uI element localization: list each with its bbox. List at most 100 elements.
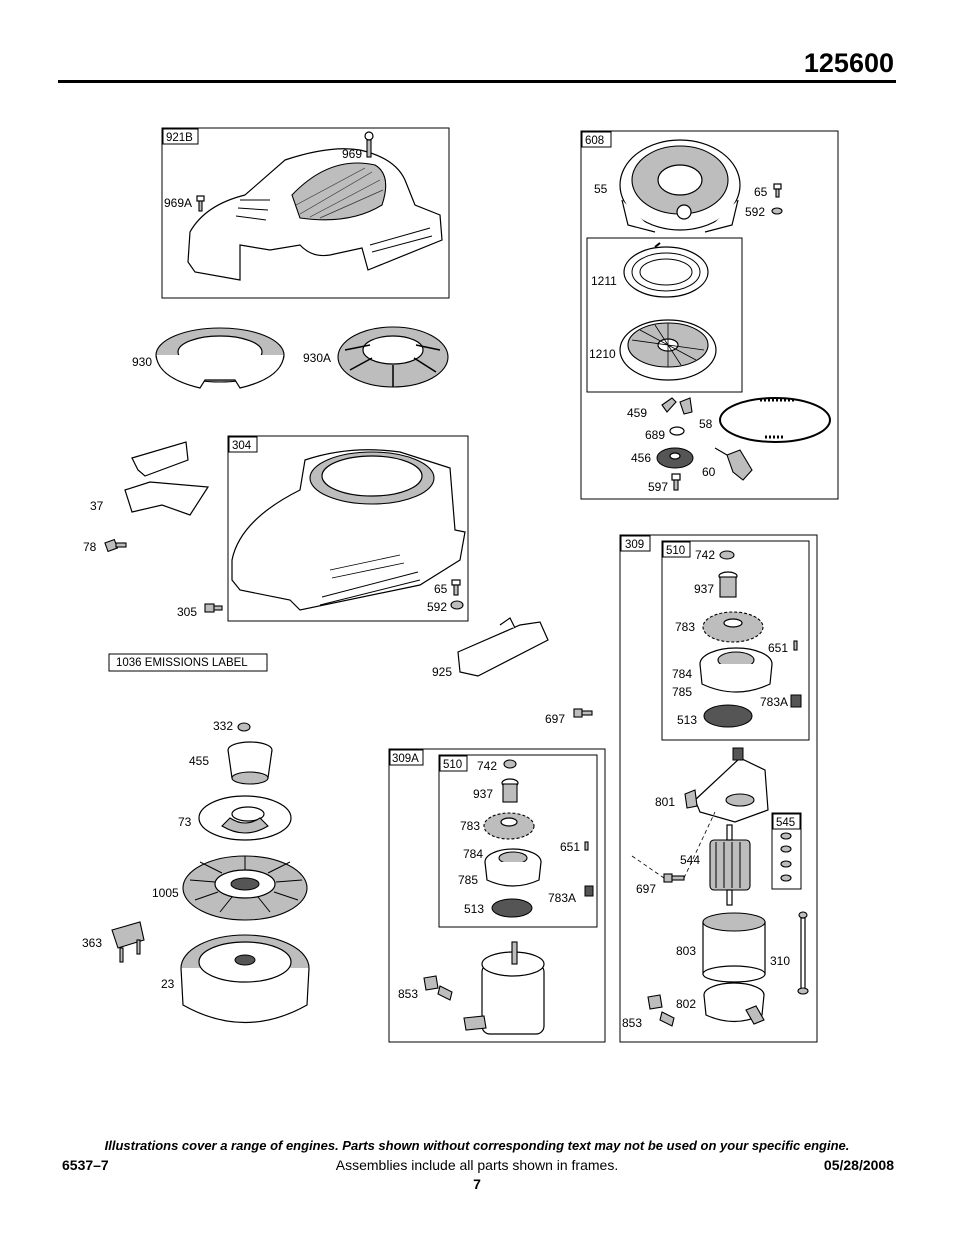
- screw-65-a: [773, 183, 782, 198]
- callout-785-b: 785: [458, 873, 478, 887]
- footer-doc-number: 6537–7: [62, 1157, 109, 1173]
- screw-597: [671, 473, 681, 491]
- cup-455: [227, 741, 273, 785]
- nut-783A-a: [790, 694, 802, 708]
- screw-78: [104, 538, 127, 553]
- frame-608-tab: [581, 131, 612, 148]
- nut-783A-b: [584, 885, 594, 897]
- frame-309-label: 309: [625, 539, 644, 551]
- retainer-456: [656, 447, 694, 469]
- blower-housing-304: [231, 449, 466, 611]
- clutch-784-b: [484, 848, 542, 887]
- callout-651-b: 651: [560, 840, 580, 854]
- screw-969A: [196, 195, 205, 212]
- clutch-784-a: [699, 647, 773, 693]
- footer-disclaimer: Illustrations cover a range of engines. …: [104, 1138, 850, 1153]
- frame-510-b-label: 510: [443, 759, 462, 771]
- frame-309A-tab: [389, 749, 424, 766]
- blower-housing-cover: [187, 148, 443, 281]
- retainer-513-b: [491, 898, 533, 918]
- callout-742-a: 742: [695, 548, 715, 562]
- frame-309A: [388, 748, 606, 1043]
- frame-510-a-label: 510: [666, 545, 685, 557]
- callout-332: 332: [213, 719, 233, 733]
- callout-513-b: 513: [464, 902, 484, 916]
- clip-651-a: [793, 640, 798, 651]
- callout-925: 925: [432, 665, 452, 679]
- frame-921B: [161, 127, 450, 299]
- pawl-459: [661, 397, 693, 415]
- retainer-513-a: [703, 704, 753, 728]
- callout-37: 37: [90, 499, 104, 513]
- footer-assemblies-note: Assemblies include all parts shown in fr…: [335, 1157, 619, 1173]
- screw-305: [204, 603, 223, 613]
- washer-742-b: [503, 759, 517, 769]
- callout-697-b: 697: [636, 882, 656, 896]
- callout-1005: 1005: [152, 886, 179, 900]
- frame-309: [619, 534, 818, 1043]
- callout-930: 930: [132, 355, 152, 369]
- callout-785-a: 785: [672, 685, 692, 699]
- callout-592-b: 592: [427, 600, 447, 614]
- frame-304-label: 304: [232, 440, 252, 452]
- spring-689: [669, 426, 685, 436]
- callout-65-a: 65: [754, 185, 768, 199]
- frame-921B-label: 921B: [166, 132, 193, 144]
- callout-937-b: 937: [473, 787, 493, 801]
- callout-23: 23: [161, 977, 175, 991]
- callout-853-a: 853: [398, 987, 418, 1001]
- callout-803: 803: [676, 944, 696, 958]
- callout-1211: 1211: [591, 274, 617, 288]
- guard-925: [457, 617, 549, 677]
- callout-689: 689: [645, 428, 665, 442]
- callout-55: 55: [594, 182, 608, 196]
- frame-510-a: [661, 540, 810, 741]
- callout-310: 310: [770, 954, 790, 968]
- callout-784-b: 784: [463, 847, 483, 861]
- footer-page-number: 7: [473, 1176, 481, 1192]
- callout-853-b: 853: [622, 1016, 642, 1030]
- footer-date: 05/28/2008: [823, 1157, 894, 1173]
- callout-784-a: 784: [672, 667, 692, 681]
- spring-937-b: [501, 778, 519, 803]
- frame-545-label: 545: [776, 817, 795, 829]
- callout-969: 969: [342, 147, 362, 161]
- gear-783-b: [483, 812, 535, 840]
- frame-309-tab: [620, 535, 651, 552]
- end-cap-801: [684, 747, 769, 823]
- starter-motor-309A: [463, 941, 545, 1035]
- screw-697-a: [573, 708, 593, 718]
- screen-73: [198, 795, 292, 841]
- terminal-853-b: [647, 994, 675, 1027]
- callout-60: 60: [702, 465, 716, 479]
- callout-363: 363: [82, 936, 102, 950]
- starter-housing-55: [619, 139, 741, 233]
- callout-802: 802: [676, 997, 696, 1011]
- header-rule: [58, 80, 896, 83]
- armature-544: [709, 824, 751, 906]
- frame-510-a-tab: [662, 541, 691, 558]
- bolt-697-b: [631, 811, 716, 883]
- model-number: 125600: [803, 48, 894, 78]
- emissions-label-text: 1036 EMISSIONS LABEL: [116, 657, 248, 669]
- housing-803: [702, 912, 766, 983]
- frame-510-b: [438, 754, 598, 928]
- fan-1005: [182, 855, 308, 921]
- callout-742-b: 742: [477, 759, 497, 773]
- clip-651-b: [584, 841, 589, 851]
- spring-937-a: [718, 571, 738, 598]
- gear-783-a: [702, 611, 764, 643]
- callout-459: 459: [627, 406, 647, 420]
- rotating-screen-930: [155, 327, 285, 389]
- callout-455: 455: [189, 754, 209, 768]
- callout-592-a: 592: [745, 205, 765, 219]
- callout-930A: 930A: [303, 351, 331, 365]
- bracket-363: [111, 921, 145, 963]
- frame-921B-tab: [162, 128, 199, 145]
- callout-783-a: 783: [675, 620, 695, 634]
- callout-937-a: 937: [694, 582, 714, 596]
- callout-65-b: 65: [434, 582, 448, 596]
- callout-456: 456: [631, 451, 651, 465]
- callout-73: 73: [178, 815, 192, 829]
